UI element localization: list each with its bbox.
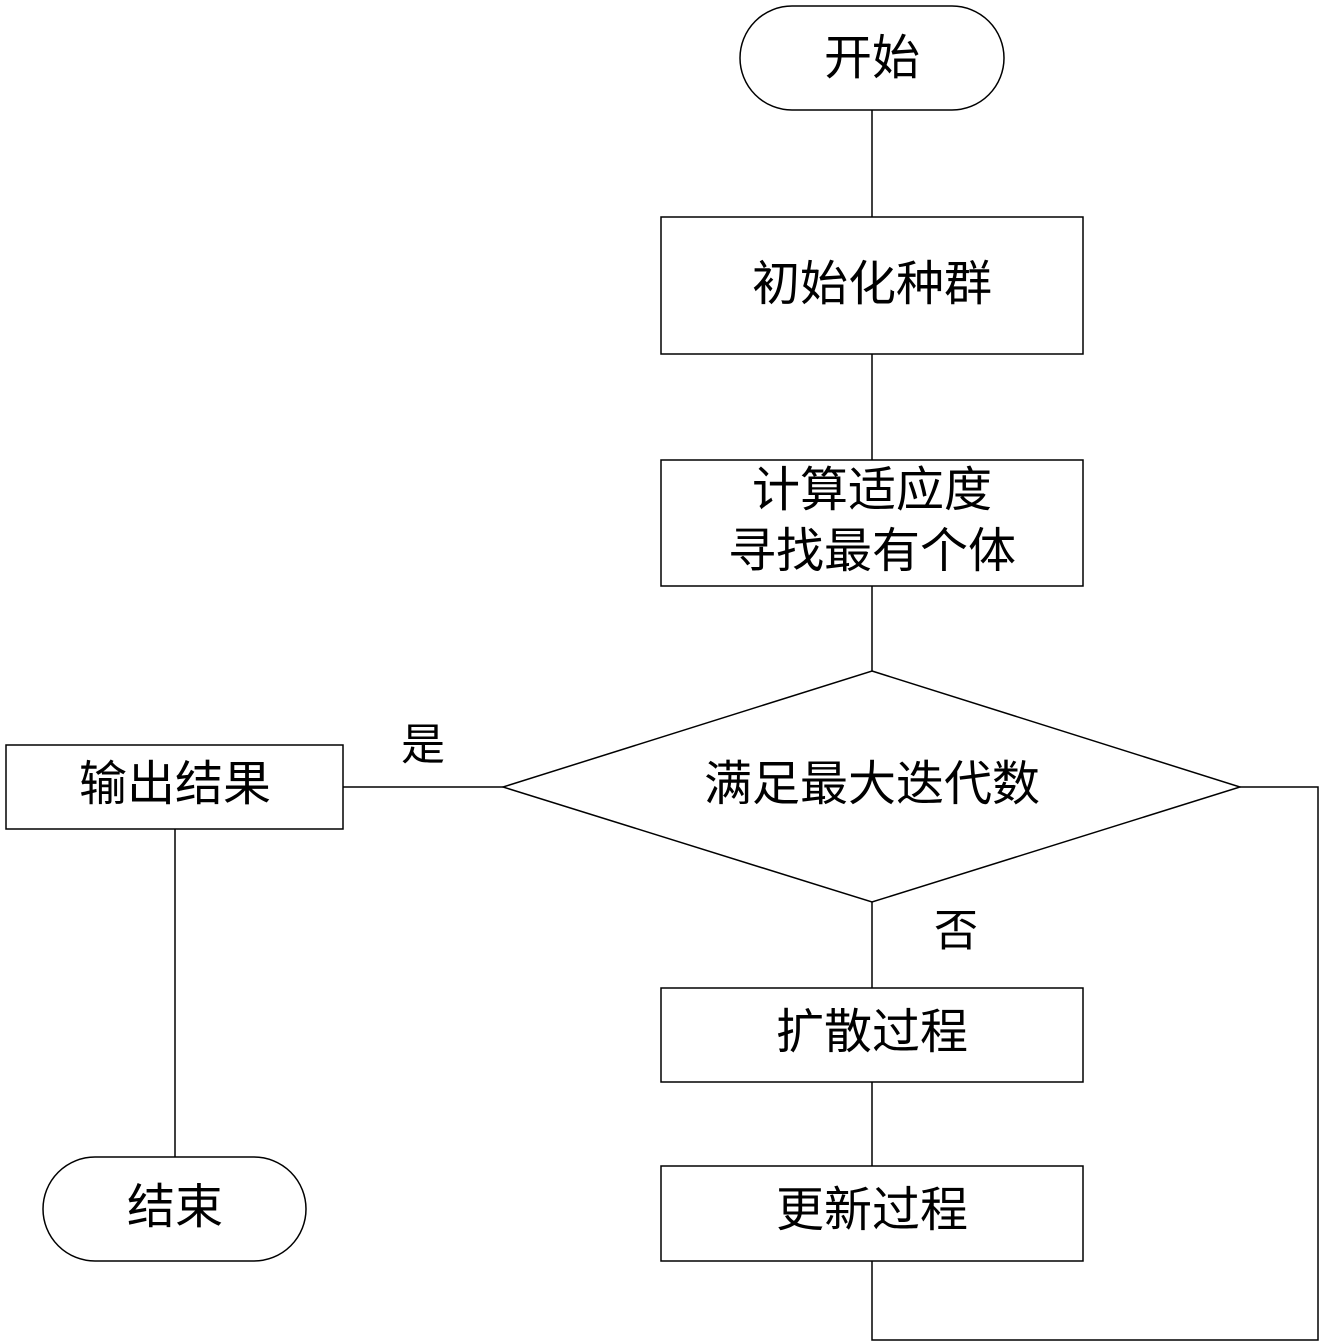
compute-fitness-label-line1: 计算适应度 (752, 462, 992, 518)
start-label: 开始 (824, 30, 920, 86)
compute-fitness-label-line2: 寻找最有个体 (728, 523, 1016, 579)
output-result-label: 输出结果 (79, 756, 271, 812)
connector-update-loop-back (871, 786, 1319, 1341)
diffusion-node: 扩散过程 (660, 987, 1084, 1083)
update-label: 更新过程 (776, 1182, 968, 1238)
compute-fitness-node: 计算适应度 寻找最有个体 (660, 459, 1084, 587)
start-node: 开始 (739, 5, 1005, 111)
end-node: 结束 (42, 1156, 307, 1262)
connectors (174, 110, 1319, 1341)
init-population-label: 初始化种群 (752, 256, 992, 312)
yes-edge-label: 是 (401, 720, 445, 771)
diffusion-label: 扩散过程 (776, 1004, 968, 1060)
output-result-node: 输出结果 (5, 744, 344, 830)
max-iterations-label: 满足最大迭代数 (704, 756, 1040, 812)
no-edge-label: 否 (934, 906, 978, 957)
end-label: 结束 (127, 1179, 223, 1235)
init-population-node: 初始化种群 (660, 216, 1084, 355)
update-node: 更新过程 (660, 1165, 1084, 1262)
max-iterations-decision: 满足最大迭代数 (500, 670, 1243, 903)
